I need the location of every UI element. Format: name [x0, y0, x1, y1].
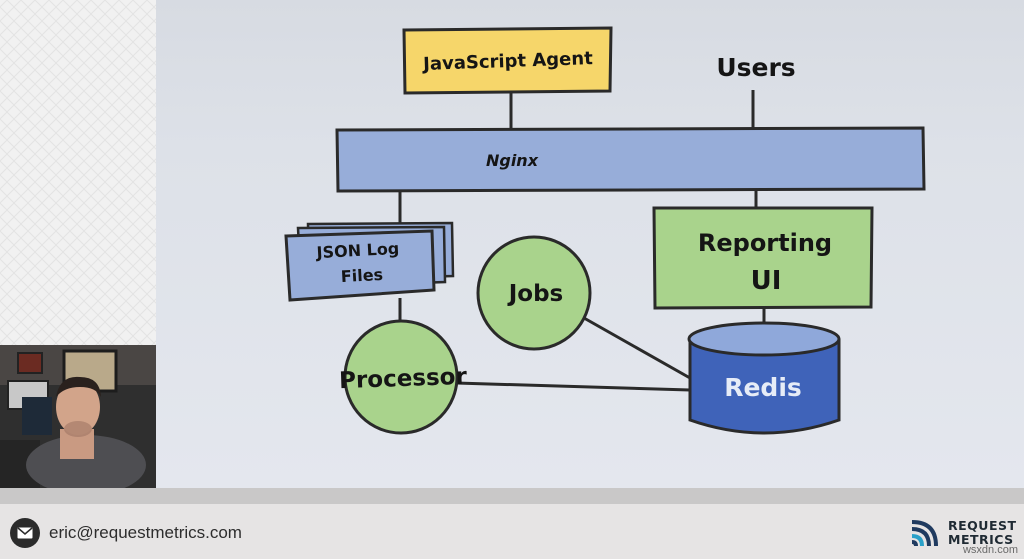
processor-to-redis-connector: [455, 381, 691, 392]
json-log-files-node: JSON Log Files: [284, 221, 455, 302]
json-log-files-label-line2: Files: [340, 265, 383, 286]
brand: REQUEST METRICS: [910, 518, 1017, 548]
brand-line-2: METRICS: [948, 532, 1014, 547]
background-pattern: [0, 0, 156, 345]
javascript-agent-node: JavaScript Agent: [402, 26, 613, 95]
contact-email[interactable]: eric@requestmetrics.com: [10, 518, 242, 548]
footer-bar: [0, 488, 1024, 559]
envelope-icon: [10, 518, 40, 548]
processor-node: Processor: [339, 319, 468, 435]
users-label: Users: [716, 53, 795, 82]
redis-node: Redis: [687, 321, 841, 435]
reporting-ui-label-line2: UI: [751, 266, 782, 296]
json-log-files-label-line1: JSON Log: [315, 239, 400, 262]
left-panel: [0, 0, 156, 488]
redis-label: Redis: [724, 373, 802, 402]
presenter-webcam: [0, 345, 156, 488]
request-metrics-logo: [911, 520, 938, 547]
diagram-svg: JavaScript Agent Users Nginx JSON Log Fi…: [284, 26, 926, 435]
jobs-label: Jobs: [507, 281, 564, 307]
watermark: wsxdn.com: [962, 544, 1018, 556]
email-address[interactable]: eric@requestmetrics.com: [49, 523, 242, 542]
brand-line-1: REQUEST: [948, 518, 1017, 533]
footer-stripe: [0, 488, 1024, 504]
presenter-video: [0, 345, 156, 488]
jobs-node: Jobs: [476, 235, 592, 351]
jobs-to-redis-connector: [583, 316, 691, 380]
reporting-ui-node: Reporting UI: [652, 206, 874, 310]
reporting-ui-label-line1: Reporting: [698, 229, 832, 257]
brand-name: REQUEST METRICS: [948, 519, 1017, 547]
nginx-label: Nginx: [486, 151, 539, 170]
processor-label: Processor: [339, 364, 468, 394]
architecture-diagram: JavaScript Agent Users Nginx JSON Log Fi…: [156, 0, 1024, 488]
nginx-node: Nginx: [335, 126, 926, 193]
